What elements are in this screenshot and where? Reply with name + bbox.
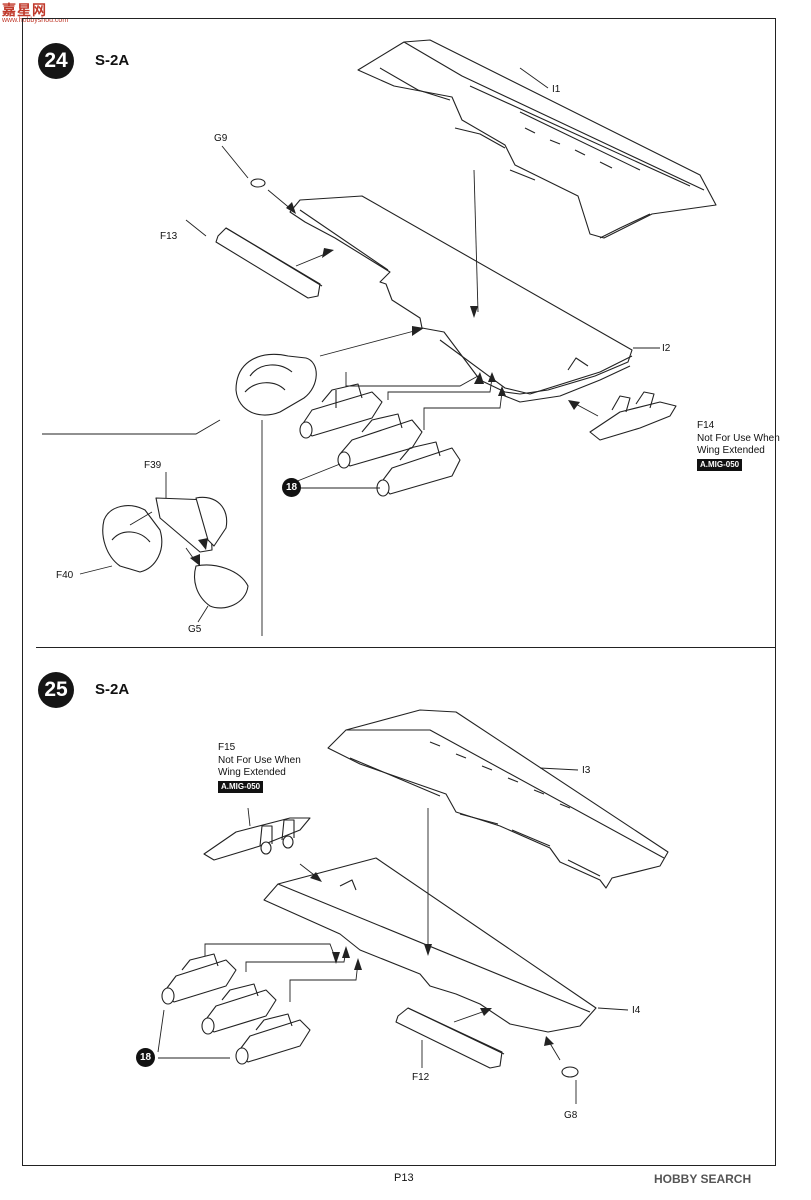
label-i4: I4 [632,1005,641,1016]
part-f13 [215,227,323,299]
label-f14-note-1: Not For Use When [697,433,780,444]
label-i2: I2 [662,343,671,354]
wing-part-i1 [357,39,717,239]
sub-assembly-ref-25: 18 [136,1048,155,1067]
arrow-heads [190,202,580,1046]
label-f15: F15 [218,742,236,753]
part-g8 [561,1066,579,1078]
label-f40: F40 [56,570,74,581]
step-24-title: S-2A [95,52,130,69]
arrow-nose [319,329,419,357]
wing-part-i2 [289,195,633,403]
rocket-pods-25 [161,953,311,1065]
page-number: P13 [394,1172,414,1184]
label-f12: F12 [412,1072,430,1083]
label-g8: G8 [564,1110,578,1121]
watermark-logo: 嘉星网 [2,2,47,18]
arrow-i1-to-i2 [473,169,479,313]
watermark-url: www.hobbyshou.com [2,17,69,24]
part-f12 [395,1007,505,1069]
paint-ref-f14: A.MIG-050 [697,459,743,471]
part-g9 [250,178,266,188]
wing-part-i3 [327,709,669,889]
part-f14 [589,391,677,441]
paint-ref-f15: A.MIG-050 [218,781,264,793]
nacelle-nose-dome [235,353,317,416]
label-g9: G9 [214,133,228,144]
detail-callout [42,419,263,636]
step-25-title: S-2A [95,681,130,698]
sub-assembly-ref-24: 18 [282,478,301,497]
label-f39: F39 [144,460,162,471]
step-25-badge: 25 [38,672,74,708]
step-divider [36,647,776,648]
part-f15 [203,817,311,861]
label-g5: G5 [188,624,202,635]
step-24-badge: 24 [38,43,74,79]
page-frame [22,18,776,1166]
label-f14-note-2: Wing Extended [697,445,765,456]
label-f14: F14 [697,420,715,431]
label-f15-note-2: Wing Extended [218,767,286,778]
label-f13: F13 [160,231,178,242]
label-f15-note-1: Not For Use When [218,755,301,766]
nacelle-parts-detail [102,496,249,609]
watermark-hobby-search: HOBBY SEARCH [654,1172,752,1186]
arrow-pod1 [345,372,479,387]
label-i1: I1 [552,84,561,95]
label-i3: I3 [582,765,591,776]
rocket-pods-24 [299,383,461,497]
